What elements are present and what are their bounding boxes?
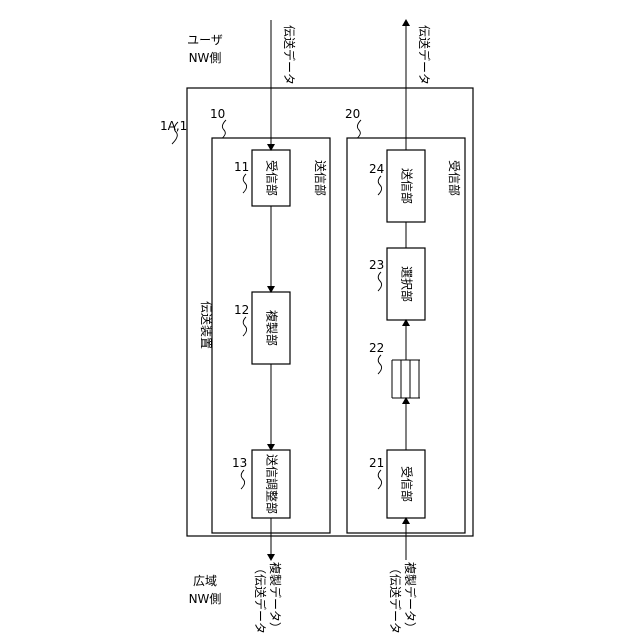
wide-side-label-line1: 広域 — [193, 574, 217, 588]
user-network-side-label: ユーザ NW側 — [187, 33, 223, 65]
sender-block-copy-label: 複製部 — [265, 310, 280, 346]
top-right-data-label: 伝送データ — [417, 25, 432, 85]
sender-block-receive-ref: 11 — [234, 160, 249, 174]
bottom-right-copy-label: 複製データ） — [403, 562, 418, 634]
receiver-block-transmit-label: 送信部 — [400, 168, 415, 204]
sender-block-receive-label: 受信部 — [265, 160, 280, 196]
receiver-block-select-label: 選択部 — [400, 266, 415, 302]
bottom-left-data-label: （伝送データ — [253, 562, 268, 634]
receiver-block-select-ref: 23 — [369, 258, 384, 272]
bottom-left-copy-label: 複製データ） — [268, 562, 283, 634]
wide-side-label-line2: NW側 — [189, 592, 222, 606]
user-side-label-line1: ユーザ — [187, 33, 223, 47]
receiver-block-transmit-ref: 24 — [369, 162, 384, 176]
sender-block-adjust-ref: 13 — [232, 456, 247, 470]
receiver-block-receive-ref: 21 — [369, 456, 384, 470]
wide-network-side-label: 広域 NW側 — [189, 574, 222, 606]
bottom-right-data-label: （伝送データ — [388, 562, 403, 634]
receiver-reference-label: 20 — [345, 107, 360, 121]
queue-buffer-ref: 22 — [369, 341, 384, 355]
sender-block-adjust-label: 送信調整部 — [265, 454, 280, 514]
user-side-label-line2: NW側 — [189, 51, 222, 65]
sender-unit-name: 送信部 — [313, 160, 328, 196]
sender-block-copy-ref: 12 — [234, 303, 249, 317]
receiver-block-receive-label: 受信部 — [400, 466, 415, 502]
receiver-unit-name: 受信部 — [447, 160, 462, 196]
top-left-data-label: 伝送データ — [282, 25, 297, 85]
sender-reference-label: 10 — [210, 107, 225, 121]
